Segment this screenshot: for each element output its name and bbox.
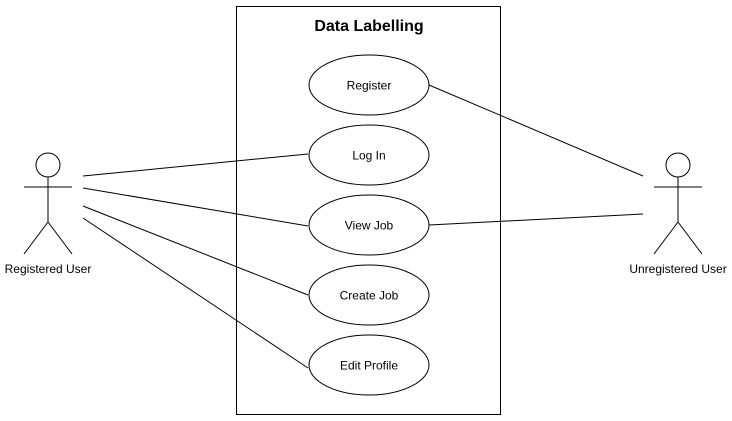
actor-left-leg	[23, 221, 49, 255]
actor-registered-user: Registered User	[5, 152, 92, 276]
actor-left-leg	[653, 221, 679, 255]
actor-head-icon	[665, 152, 691, 178]
use-case-register: Register	[308, 54, 430, 116]
use-case-login-label: Log In	[352, 149, 385, 163]
use-case-view-job-label: View Job	[345, 219, 394, 233]
use-case-create-job: Create Job	[308, 264, 430, 326]
use-case-login: Log In	[308, 124, 430, 186]
actor-unregistered-user: Unregistered User	[629, 152, 727, 276]
use-case-view-job: View Job	[308, 194, 430, 256]
use-case-edit-profile: Edit Profile	[308, 334, 430, 396]
actor-right-leg	[677, 221, 703, 255]
use-case-create-job-label: Create Job	[340, 289, 399, 303]
use-case-edit-profile-label: Edit Profile	[340, 359, 398, 373]
system-title: Data Labelling	[314, 18, 423, 35]
association-line-registered-create-job	[82, 205, 309, 296]
actor-registered-user-label: Registered User	[5, 262, 92, 276]
actor-head-icon	[35, 152, 61, 178]
association-line-registered-view-job	[82, 187, 309, 227]
use-case-register-label: Register	[347, 79, 392, 93]
association-line-registered-login	[82, 153, 309, 177]
actor-right-leg	[47, 221, 73, 255]
association-line-registered-edit-profile	[82, 217, 309, 369]
association-line-unregistered-register	[428, 84, 644, 177]
actor-unregistered-user-label: Unregistered User	[629, 262, 726, 276]
association-line-unregistered-view-job	[428, 213, 644, 226]
